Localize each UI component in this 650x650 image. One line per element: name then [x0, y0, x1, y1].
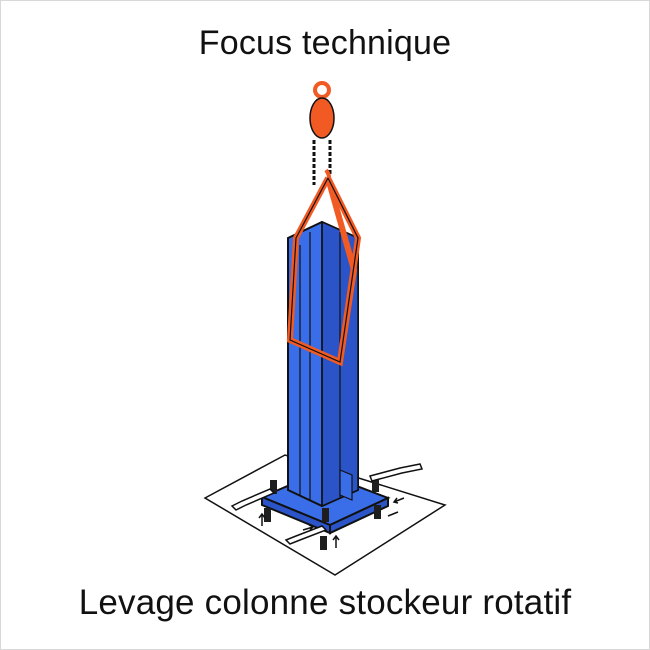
- page-title: Focus technique: [198, 24, 452, 62]
- chain-hoist-icon: [309, 81, 335, 186]
- column: [287, 220, 359, 508]
- anchor-bolt-icon: [264, 478, 381, 550]
- caption: Levage colonne stockeur rotatif: [78, 583, 572, 622]
- arrow-icon: [258, 497, 405, 548]
- wrench-icon: [230, 463, 424, 545]
